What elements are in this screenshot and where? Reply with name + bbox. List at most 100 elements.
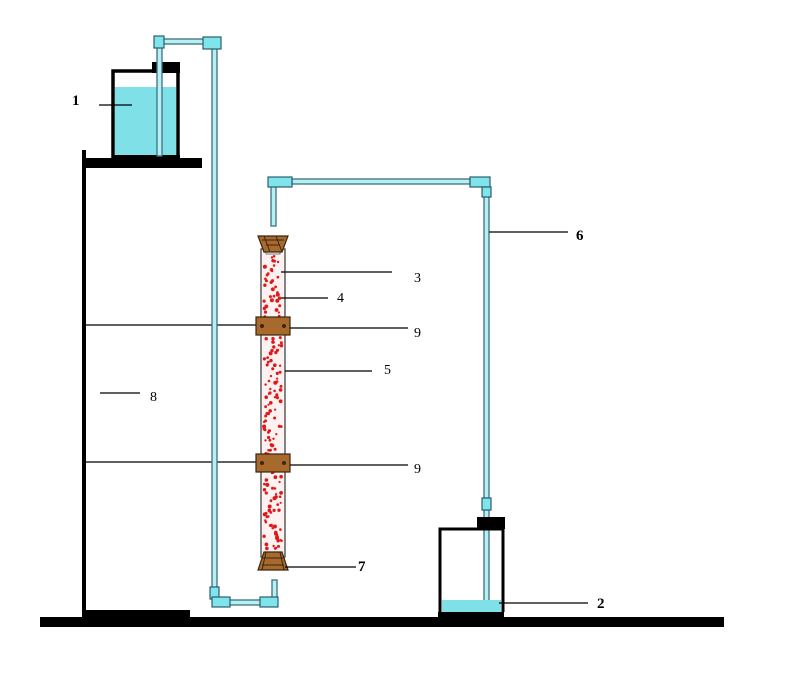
packing-particle (274, 408, 277, 411)
ground-base (40, 610, 724, 627)
packing-particle (264, 542, 269, 547)
packing-particle (267, 431, 270, 434)
label-9-upper: 9 (414, 326, 421, 341)
packing-particle (273, 487, 277, 490)
packing-particle (269, 358, 273, 363)
packing-particle (279, 539, 282, 542)
packing-particle (275, 393, 279, 397)
packing-particle (279, 528, 282, 531)
reservoir-water (115, 87, 176, 158)
packing-particle (273, 547, 277, 550)
packing-particle (273, 363, 277, 368)
packing-particle (268, 438, 272, 442)
labels: 1 2 3 4 5 6 7 8 9 9 (72, 93, 605, 612)
packing-particle (277, 508, 281, 512)
packing-particle (269, 280, 273, 284)
packing-particle (272, 367, 275, 371)
packing-particle (277, 311, 280, 314)
bottom-end-cap (257, 551, 289, 571)
packing-particle (264, 395, 269, 400)
packing-particle (264, 414, 268, 418)
connector-joint (481, 186, 492, 198)
packing-particle (272, 437, 275, 440)
packing-particle (269, 499, 273, 503)
packing-particle (265, 363, 269, 367)
packing-particle (271, 259, 275, 263)
packing-particles (262, 254, 284, 551)
packing-particle (264, 511, 268, 515)
packing-particle (272, 264, 276, 267)
packing-particle (269, 298, 274, 303)
packing-particle (271, 337, 275, 341)
packing-particle (263, 310, 268, 314)
packing-particle (276, 260, 280, 264)
label-7: 7 (358, 559, 366, 575)
packing-particle (271, 486, 274, 490)
packing-particle (274, 285, 277, 289)
packing-particle (262, 306, 267, 311)
label-2: 2 (597, 596, 605, 612)
packing-particle (265, 515, 269, 519)
packing-particle (267, 504, 272, 509)
packing-particle (270, 348, 274, 353)
inlet-tubing (153, 35, 279, 608)
reservoir-lid (152, 62, 180, 73)
packing-particle (268, 409, 273, 413)
packing-particle (264, 405, 267, 409)
packing-particle (269, 387, 272, 391)
packing-particle (262, 357, 266, 361)
packing-particle (262, 264, 267, 269)
packing-particle (264, 337, 268, 341)
packing-particle (279, 341, 283, 345)
packing-particle (275, 536, 280, 541)
support-stand (82, 150, 270, 618)
packing-particle (275, 298, 280, 303)
packing-particle (274, 493, 278, 496)
packing-particle (262, 534, 266, 538)
leader-lines (99, 104, 588, 604)
packing-particle (272, 544, 275, 548)
packing-particle (279, 384, 283, 388)
packing-particle (277, 544, 280, 548)
label-1: 1 (72, 93, 80, 109)
elbow-joint (153, 35, 165, 49)
packing-particle (279, 491, 283, 495)
packing-particle (266, 272, 270, 275)
packing-particle (278, 495, 282, 499)
packing-particle (262, 299, 266, 303)
lower-reservoir (438, 517, 505, 612)
column-clamp-lower (255, 453, 291, 473)
collected-water (442, 600, 501, 612)
packing-particle (273, 396, 277, 399)
packing-particle (269, 401, 273, 405)
packing-particle (268, 448, 272, 452)
lower-reservoir-lid (477, 517, 505, 529)
packing-particle (273, 389, 276, 393)
elbow-joint (202, 36, 222, 50)
packing-particle (263, 482, 266, 486)
packing-particle (271, 527, 274, 530)
packing-particle (269, 268, 274, 272)
packing-particle (273, 447, 277, 451)
packing-particle (276, 377, 279, 380)
packing-particle (264, 439, 267, 442)
packing-particle (264, 519, 267, 522)
packed-column (260, 245, 286, 558)
packing-particle (266, 412, 270, 416)
top-end-cap (257, 235, 289, 253)
packing-particle (278, 370, 282, 374)
packing-particle (264, 478, 269, 482)
outlet-tubing (267, 176, 492, 611)
packing-particle (265, 482, 270, 487)
elbow-joint (267, 176, 293, 188)
packing-particle (269, 374, 273, 378)
packing-particle (278, 364, 282, 367)
packing-particle (264, 491, 268, 495)
elbow-joint (211, 596, 231, 608)
packing-particle (268, 295, 272, 299)
packing-particle (272, 508, 276, 512)
packing-particle (270, 288, 274, 291)
packing-particle (275, 292, 280, 297)
packing-particle (274, 308, 279, 312)
packing-particle (267, 435, 271, 440)
